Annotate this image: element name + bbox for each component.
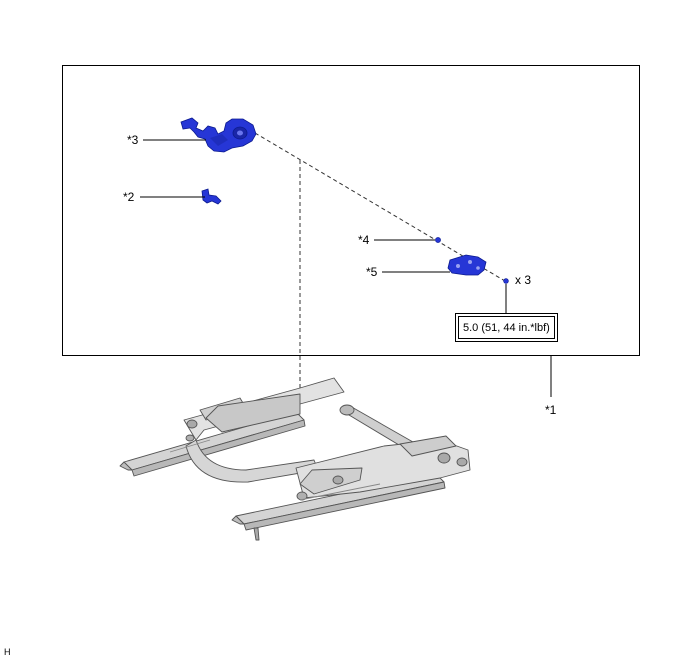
torque-spec-text: 5.0 (51, 44 in.*lbf) — [463, 322, 550, 334]
footer-code: H — [4, 647, 11, 657]
part-3-bracket-icon — [180, 117, 257, 153]
torque-box-inner — [458, 316, 555, 339]
seat-adjuster-frame-icon — [119, 377, 471, 541]
torque-box-outer — [455, 313, 558, 342]
exploded-view-frame — [62, 65, 640, 356]
callout-3-label: *3 — [127, 133, 139, 147]
part-5-plate-icon — [447, 254, 487, 276]
part-2-clip-icon — [201, 188, 222, 205]
screw-icon — [503, 278, 509, 284]
part-4-bolt-icon — [435, 237, 441, 243]
quantity-label: x 3 — [515, 273, 531, 287]
callout-1-label: *1 — [545, 403, 557, 417]
callout-2-label: *2 — [123, 190, 135, 204]
callout-5-label: *5 — [366, 265, 378, 279]
callout-4-label: *4 — [358, 233, 370, 247]
